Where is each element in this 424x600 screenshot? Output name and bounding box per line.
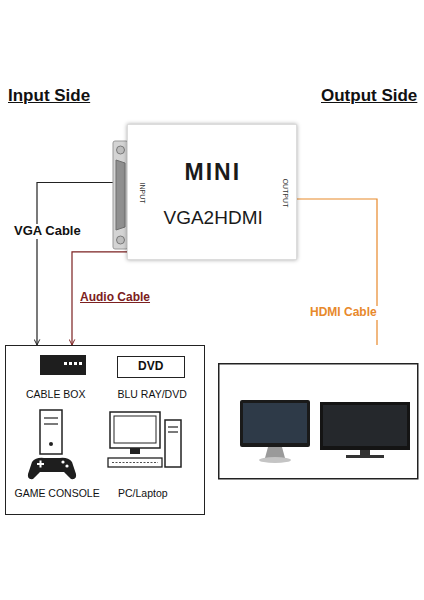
monitor-bezel <box>240 400 310 447</box>
gamepad-button <box>61 460 64 463</box>
dvd-icon: DVD <box>117 356 185 378</box>
gamepad-button <box>65 464 68 467</box>
display-box-outline <box>219 364 418 479</box>
pc-screen <box>114 416 156 443</box>
pc-slot <box>168 431 178 432</box>
tv-screen <box>323 405 407 446</box>
pc-stand <box>130 448 140 454</box>
cable-box-led <box>74 362 77 365</box>
port-label: INPUT <box>137 183 145 204</box>
game-console-icon <box>28 410 76 479</box>
display-box <box>219 364 418 479</box>
pc-tower <box>165 420 181 467</box>
console-button <box>49 442 53 446</box>
adapter-box: MINI INPUT VGA2HDMI OUTPUT <box>127 124 297 260</box>
cable-box-icon <box>40 355 86 375</box>
pc-keyboard <box>108 458 162 467</box>
tv-base <box>346 455 384 458</box>
dvd-text: DVD <box>138 360 163 374</box>
port-plate <box>113 141 128 249</box>
vga-port <box>113 141 128 249</box>
cable-box-led <box>64 362 67 365</box>
pc-monitor <box>110 412 160 448</box>
side-heading: Input Side <box>8 86 90 106</box>
port-screw <box>117 146 125 154</box>
cable-label: HDMI Cable <box>308 306 379 320</box>
device-label: BLU RAY/DVD <box>118 388 187 400</box>
pc-slot <box>168 426 178 427</box>
model-text: VGA2HDMI <box>164 207 263 229</box>
monitor-stand <box>265 447 285 458</box>
cable-box-led <box>69 362 72 365</box>
monitor-screen <box>243 403 307 443</box>
source-devices-box: CABLE BOX BLU RAY/DVD GAME CONSOLE PC/Lapto… <box>5 345 205 515</box>
console-slot <box>44 423 58 424</box>
tv-bezel <box>320 402 410 450</box>
brand-text: MINI <box>185 159 242 185</box>
side-heading: Output Side <box>321 86 417 106</box>
device-label: PC/Laptop <box>118 487 168 499</box>
hdmi-cable-line <box>297 199 377 345</box>
pc-icon <box>108 412 181 467</box>
port-label: OUTPUT <box>281 179 289 208</box>
device-label: CABLE BOX <box>26 388 86 400</box>
cable-label: VGA Cable <box>12 224 83 239</box>
cable-label: Audio Cable <box>78 291 152 305</box>
console-tower <box>40 410 62 454</box>
gamepad-dpad <box>40 461 42 468</box>
cable-box-body <box>40 355 86 375</box>
monitor-base <box>259 457 291 463</box>
port-socket <box>116 160 125 230</box>
port-screw <box>117 236 125 244</box>
cable-box-led <box>79 362 82 365</box>
device-label: GAME CONSOLE <box>15 487 100 499</box>
console-slot <box>44 417 58 418</box>
gamepad <box>28 458 76 479</box>
tv-stand <box>360 450 370 455</box>
pc-keys <box>112 462 158 463</box>
